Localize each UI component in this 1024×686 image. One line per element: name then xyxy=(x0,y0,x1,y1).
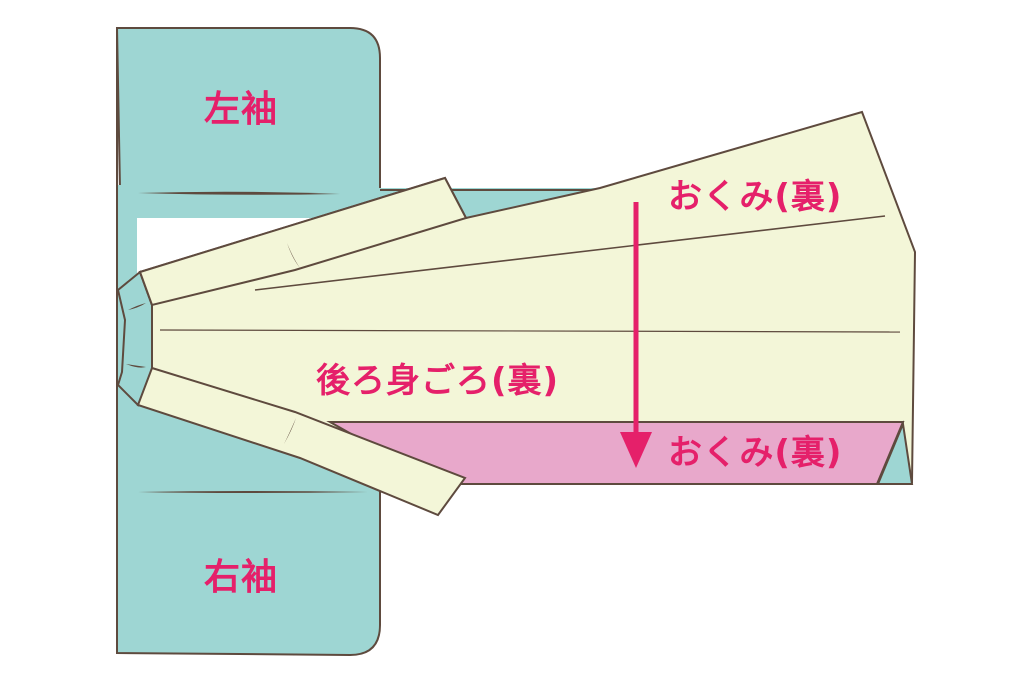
okumi-bottom-label: おくみ(裏) xyxy=(668,433,843,473)
fold-arrow-head-icon xyxy=(620,432,652,468)
back-body-label: 後ろ身ごろ(裏) xyxy=(316,361,560,401)
left-sleeve-label: 左袖 xyxy=(204,89,279,130)
right-sleeve-fold-line xyxy=(138,491,368,493)
right-sleeve-label: 右袖 xyxy=(204,557,279,598)
corner-triangle xyxy=(876,420,914,485)
upper-okumi-strip xyxy=(138,176,468,307)
okumi-top-label: おくみ(裏) xyxy=(668,177,843,217)
left-sleeve xyxy=(115,27,381,191)
left-sleeve-fold-line xyxy=(138,191,340,195)
lower-okumi-strip xyxy=(136,366,467,517)
